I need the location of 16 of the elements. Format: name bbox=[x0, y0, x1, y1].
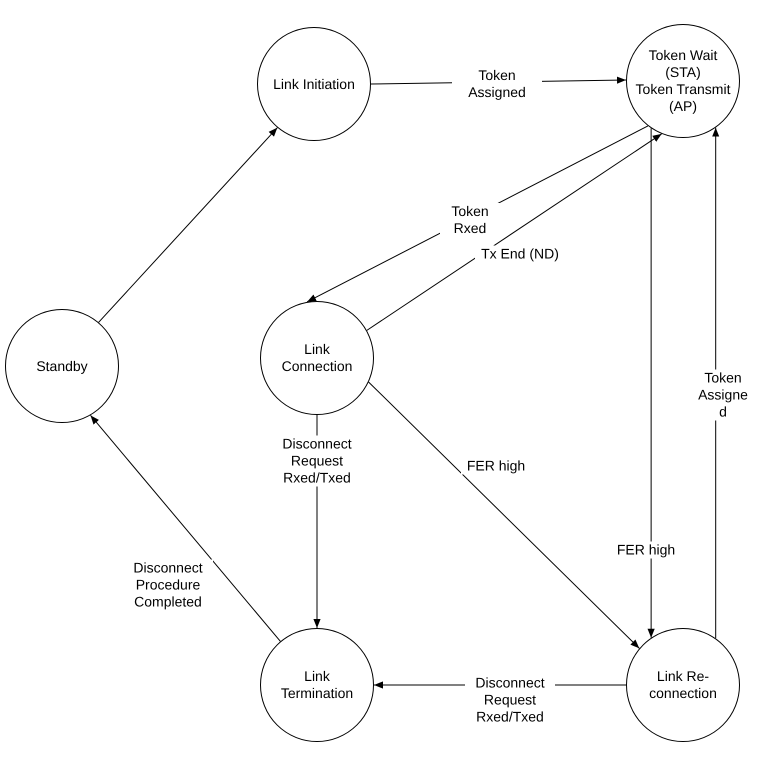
edge-label: Token Assigned bbox=[697, 370, 749, 420]
state-label: Link Termination bbox=[280, 668, 354, 702]
arrow bbox=[712, 127, 720, 639]
arrow bbox=[368, 382, 640, 649]
arrow bbox=[366, 133, 662, 331]
state-label: Token Transmit (AP) bbox=[635, 81, 731, 115]
arrow bbox=[90, 414, 281, 642]
state-label: Link Re-connection bbox=[648, 668, 718, 702]
state-label: Token Wait (STA) bbox=[648, 47, 718, 81]
state-label: Link Connection bbox=[280, 341, 354, 375]
state-label: Standby bbox=[35, 358, 89, 374]
arrow bbox=[648, 128, 655, 638]
edge-label: Token Assigned bbox=[452, 67, 542, 101]
state-label: Link Initiation bbox=[272, 76, 356, 92]
edge-label: Token Rxed bbox=[440, 203, 500, 237]
arrow bbox=[98, 127, 278, 323]
